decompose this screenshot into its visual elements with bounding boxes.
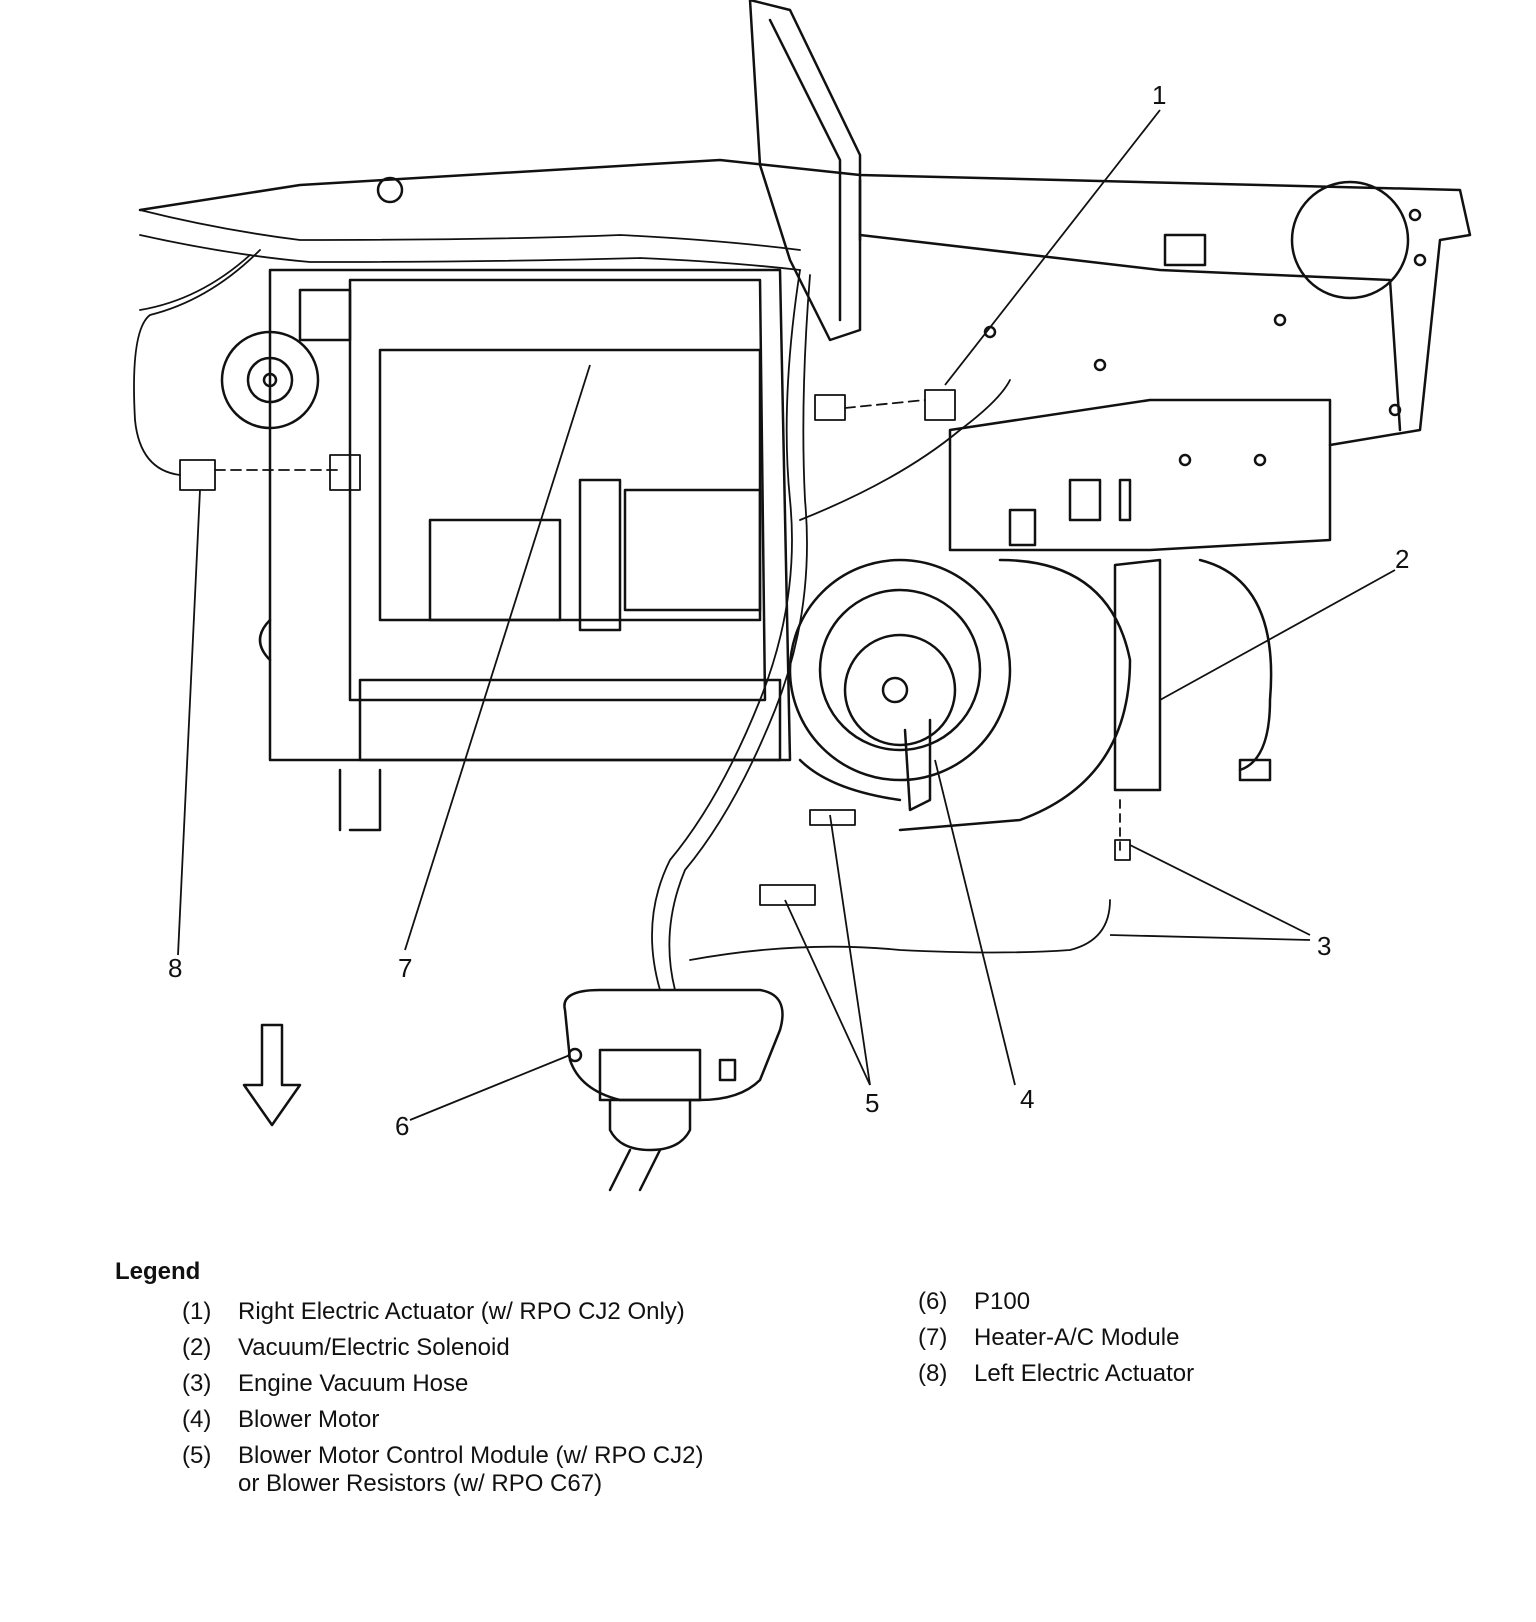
heater-ac-module-housing bbox=[258, 268, 792, 832]
callout-8: 8 bbox=[168, 953, 182, 983]
instrument-panel-frame bbox=[138, 0, 1472, 467]
callout-1: 1 bbox=[1152, 80, 1166, 110]
blower-assembly bbox=[788, 558, 1132, 832]
callout-6: 6 bbox=[395, 1111, 409, 1141]
callout-3: 3 bbox=[1317, 931, 1331, 961]
left-actuator-body bbox=[220, 288, 352, 430]
callout-7: 7 bbox=[398, 953, 412, 983]
forward-arrow-icon bbox=[242, 1023, 302, 1127]
callout-2: 2 bbox=[1395, 544, 1409, 574]
callout-leaders bbox=[177, 109, 1396, 1121]
callout-4: 4 bbox=[1020, 1084, 1034, 1114]
callout-5: 5 bbox=[865, 1088, 879, 1118]
connectors bbox=[179, 389, 1131, 906]
wiring-harness bbox=[133, 209, 1111, 991]
grommet-p100 bbox=[563, 988, 784, 1192]
solenoid-and-bracket bbox=[948, 398, 1332, 792]
